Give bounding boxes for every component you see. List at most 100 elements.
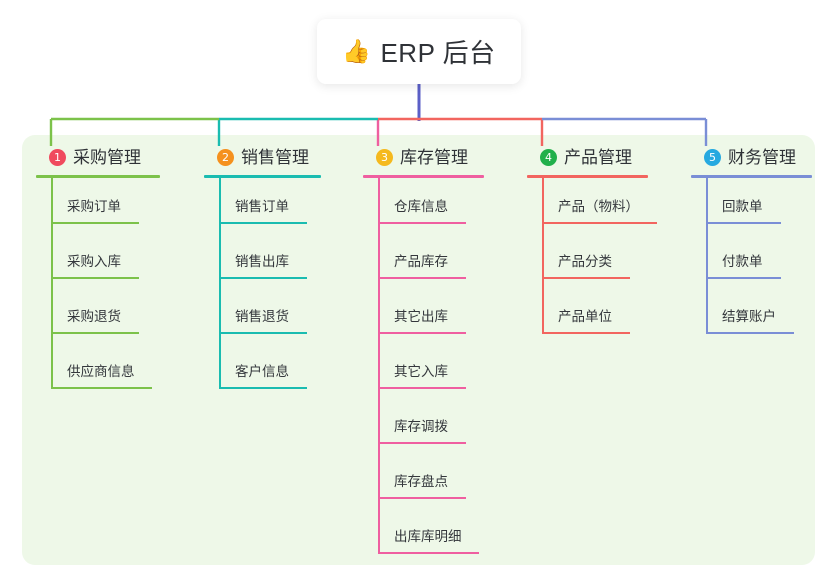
category-underline [527, 175, 648, 178]
category-index-badge: 3 [376, 149, 393, 166]
category-header-1[interactable]: 1 采购管理 [36, 146, 160, 169]
category-underline [691, 175, 812, 178]
menu-item-label: 库存调拨 [394, 419, 448, 434]
menu-item[interactable]: 客户信息 [204, 343, 321, 398]
menu-item[interactable]: 销售出库 [204, 233, 321, 288]
category-header-3[interactable]: 3 库存管理 [363, 146, 484, 169]
menu-item-label: 采购退货 [67, 309, 121, 324]
category-title: 库存管理 [400, 148, 468, 167]
category-items: 销售订单销售出库销售退货客户信息 [204, 178, 321, 398]
category-index-badge: 5 [704, 149, 721, 166]
menu-item[interactable]: 产品单位 [527, 288, 648, 343]
menu-item[interactable]: 出库库明细 [363, 508, 484, 563]
category-underline [363, 175, 484, 178]
menu-item[interactable]: 仓库信息 [363, 178, 484, 233]
menu-item-underline [542, 222, 657, 224]
menu-item-label: 库存盘点 [394, 474, 448, 489]
category-index-badge: 2 [217, 149, 234, 166]
category-header-5[interactable]: 5 财务管理 [691, 146, 812, 169]
menu-item-underline [51, 222, 139, 224]
menu-item-label: 客户信息 [235, 364, 289, 379]
thumbs-up-icon: 👍 [342, 38, 372, 64]
menu-item[interactable]: 采购订单 [36, 178, 160, 233]
menu-item-underline [706, 332, 794, 334]
menu-item[interactable]: 供应商信息 [36, 343, 160, 398]
menu-item-underline [378, 277, 466, 279]
menu-item-label: 其它入库 [394, 364, 448, 379]
root-title-card[interactable]: 👍 ERP 后台 [317, 19, 521, 84]
menu-item-label: 付款单 [722, 254, 763, 269]
menu-item[interactable]: 销售退货 [204, 288, 321, 343]
menu-item[interactable]: 其它入库 [363, 343, 484, 398]
menu-item-label: 销售退货 [235, 309, 289, 324]
menu-item-underline [51, 277, 139, 279]
menu-item-underline [542, 332, 630, 334]
menu-item-label: 产品库存 [394, 254, 448, 269]
menu-item[interactable]: 产品（物料） [527, 178, 657, 233]
menu-item-label: 回款单 [722, 199, 763, 214]
category-items: 采购订单采购入库采购退货供应商信息 [36, 178, 160, 398]
menu-item[interactable]: 付款单 [691, 233, 812, 288]
menu-item-label: 产品分类 [558, 254, 612, 269]
diagram-panel [22, 135, 815, 565]
menu-item[interactable]: 库存盘点 [363, 453, 484, 508]
menu-item-underline [219, 277, 307, 279]
branch-trunk [219, 178, 221, 388]
branch-trunk [378, 178, 380, 553]
menu-item[interactable]: 采购入库 [36, 233, 160, 288]
menu-item[interactable]: 回款单 [691, 178, 812, 233]
category-column-1: 1 采购管理采购订单采购入库采购退货供应商信息 [36, 146, 160, 398]
category-column-5: 5 财务管理回款单付款单结算账户 [691, 146, 812, 343]
menu-item-underline [378, 222, 466, 224]
category-title: 采购管理 [73, 148, 141, 167]
category-underline [204, 175, 321, 178]
menu-item-underline [706, 277, 781, 279]
category-underline [36, 175, 160, 178]
menu-item-underline [378, 442, 466, 444]
menu-item-label: 出库库明细 [394, 529, 462, 544]
menu-item-label: 产品（物料） [558, 199, 639, 214]
menu-item-underline [542, 277, 630, 279]
root-title: 👍 ERP 后台 [342, 33, 495, 70]
category-items: 产品（物料） 产品分类产品单位 [527, 178, 657, 343]
menu-item[interactable]: 产品库存 [363, 233, 484, 288]
menu-item-underline [378, 332, 466, 334]
menu-item[interactable]: 产品分类 [527, 233, 648, 288]
branch-trunk [542, 178, 544, 333]
menu-item-label: 采购入库 [67, 254, 121, 269]
menu-item[interactable]: 采购退货 [36, 288, 160, 343]
menu-item-underline [378, 497, 466, 499]
category-title: 销售管理 [241, 148, 309, 167]
menu-item-label: 销售出库 [235, 254, 289, 269]
category-index-badge: 1 [49, 149, 66, 166]
branch-trunk [706, 178, 708, 333]
category-items: 回款单付款单结算账户 [691, 178, 812, 343]
menu-item-underline [219, 332, 307, 334]
branch-trunk [51, 178, 53, 388]
category-index-badge: 4 [540, 149, 557, 166]
menu-item-underline [706, 222, 781, 224]
menu-item-label: 供应商信息 [67, 364, 135, 379]
root-title-label: ERP 后台 [380, 38, 496, 68]
menu-item-underline [378, 552, 479, 554]
menu-item-underline [219, 387, 307, 389]
menu-item-label: 销售订单 [235, 199, 289, 214]
category-title: 财务管理 [728, 148, 796, 167]
menu-item[interactable]: 销售订单 [204, 178, 321, 233]
menu-item-underline [51, 387, 152, 389]
menu-item-underline [51, 332, 139, 334]
menu-item[interactable]: 结算账户 [691, 288, 812, 343]
menu-item-label: 结算账户 [722, 309, 776, 324]
category-header-2[interactable]: 2 销售管理 [204, 146, 321, 169]
menu-item-label: 产品单位 [558, 309, 612, 324]
menu-item-label: 其它出库 [394, 309, 448, 324]
menu-item[interactable]: 库存调拨 [363, 398, 484, 453]
menu-item-label: 仓库信息 [394, 199, 448, 214]
category-column-2: 2 销售管理销售订单销售出库销售退货客户信息 [204, 146, 321, 398]
menu-item-label: 采购订单 [67, 199, 121, 214]
category-items: 仓库信息产品库存其它出库其它入库库存调拨库存盘点出库库明细 [363, 178, 484, 563]
menu-item[interactable]: 其它出库 [363, 288, 484, 343]
